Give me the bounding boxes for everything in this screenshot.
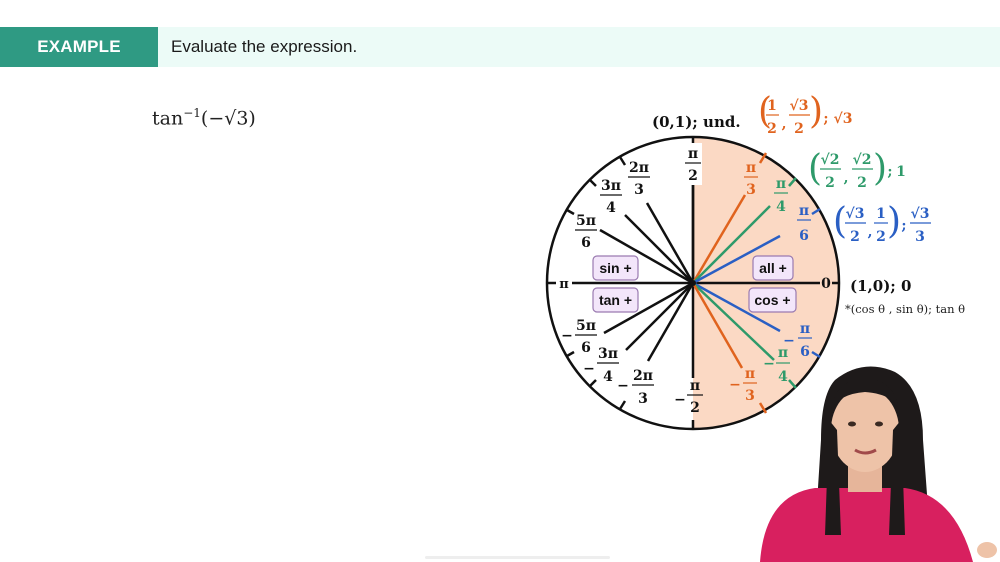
point-pi-6: ( √3 2 , 1 2 ) ; √3 3 [833,201,931,245]
svg-text:4: 4 [778,369,788,385]
svg-text:1: 1 [767,98,777,114]
expr-func: tan [152,107,184,130]
svg-text:3: 3 [915,229,925,245]
svg-text:2: 2 [688,168,698,184]
svg-text:√2: √2 [821,152,840,168]
svg-text:π: π [776,176,786,192]
svg-text:4: 4 [776,199,786,215]
svg-text:,: , [844,170,849,186]
svg-text:5π: 5π [576,318,596,334]
svg-text:;: ; [823,111,828,127]
svg-text:): ) [873,148,887,189]
angle-labels-colored: π 3 − π 3 π 4 − π 4 π 6 − π 6 [729,160,812,404]
svg-text:2: 2 [857,175,867,191]
svg-text:√3: √3 [790,98,809,114]
svg-text:−: − [729,377,741,393]
svg-text:√3: √3 [846,206,865,222]
expr-exponent: −1 [183,106,201,120]
svg-text:π: π [688,146,698,162]
svg-text:π: π [745,366,755,382]
svg-text:2π: 2π [633,368,653,384]
svg-text:2: 2 [767,121,777,137]
example-badge: EXAMPLE [0,27,158,67]
right-coordinate-label: (1,0); 0 *(cos θ , sin θ); tan θ [845,277,965,316]
svg-text:3π: 3π [598,346,618,362]
svg-text:−: − [561,328,573,344]
presenter-figure [760,366,997,562]
quadrant-q4: cos + [748,287,797,313]
svg-text:−: − [674,392,686,408]
svg-text:3: 3 [746,182,756,198]
svg-text:2: 2 [850,229,860,245]
svg-text:2: 2 [825,175,835,191]
svg-text:all +: all + [759,260,787,276]
svg-text:3π: 3π [601,178,621,194]
svg-text:2: 2 [690,400,700,416]
svg-text:π: π [778,345,788,361]
svg-text:3: 3 [745,388,755,404]
angle-labels-black: π 2 2π 3 3π 4 5π 6 − 5π 6 − 3π 4 − 2π 3 … [561,143,703,420]
svg-text:6: 6 [581,235,591,251]
svg-text:,: , [782,116,787,132]
pi-label: π [559,277,569,292]
example-banner: EXAMPLE Evaluate the expression. [0,27,1000,67]
point-pi-4: ( √2 2 , √2 2 ) ; 1 [808,148,906,191]
zero-label: 0 [821,276,831,292]
svg-text:√3: √3 [834,111,853,127]
svg-text:π: π [800,321,810,337]
svg-text:;: ; [901,218,906,234]
svg-text:√3: √3 [911,206,930,222]
svg-text:sin +: sin + [599,260,631,276]
point-pi-3: ( 1 2 , √3 2 ) ; √3 [758,91,853,137]
svg-text:6: 6 [799,228,809,244]
svg-text:tan +: tan + [599,292,632,308]
presenter-video [755,360,1000,562]
problem-expression: tan−1(−√3) [152,106,256,129]
right-rays [691,152,821,414]
svg-text:(1,0); 0: (1,0); 0 [850,277,912,295]
svg-text:π: π [690,378,700,394]
svg-text:cos +: cos + [754,292,790,308]
svg-text:−: − [783,333,795,349]
svg-text:(0,1); und.: (0,1); und. [652,113,741,131]
svg-text:2π: 2π [629,160,649,176]
svg-text:): ) [887,201,901,242]
svg-text:(: ( [758,91,772,132]
progress-scrollbar[interactable] [425,556,610,559]
svg-text:1: 1 [896,164,906,180]
svg-text:π: π [799,203,809,219]
svg-text:4: 4 [606,200,616,216]
svg-text:;: ; [887,164,892,180]
quadrant-q2: sin + [592,255,639,281]
svg-text:1: 1 [876,206,886,222]
quadrant-q3: tan + [592,287,639,313]
legend-note: *(cos θ , sin θ); tan θ [845,302,965,316]
quadrant-q1: all + [752,255,794,281]
expr-argument: (−√3) [200,107,256,130]
svg-text:−: − [763,356,775,372]
svg-text:−: − [617,378,629,394]
svg-text:6: 6 [581,340,591,356]
svg-text:(: ( [833,201,847,242]
svg-text:√2: √2 [853,152,872,168]
svg-text:,: , [868,224,873,240]
svg-text:3: 3 [634,182,644,198]
svg-text:4: 4 [603,369,613,385]
svg-text:(: ( [808,148,822,189]
svg-text:2: 2 [876,229,886,245]
svg-text:3: 3 [638,391,648,407]
svg-text:6: 6 [800,344,810,360]
left-rays [566,156,695,410]
svg-text:−: − [583,361,595,377]
top-coordinate-label: (0,1); und. [652,113,741,131]
prompt-text: Evaluate the expression. [171,37,358,56]
svg-text:): ) [809,91,823,132]
svg-text:5π: 5π [576,213,596,229]
svg-text:π: π [746,160,756,176]
svg-text:2: 2 [794,121,804,137]
